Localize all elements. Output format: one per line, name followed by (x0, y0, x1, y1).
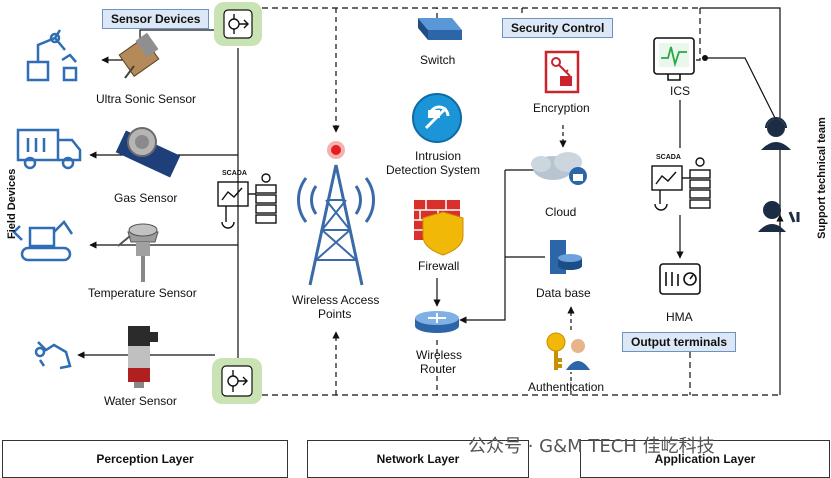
scada-right-label: SCADA (656, 154, 681, 161)
encryption-label: Encryption (533, 101, 590, 115)
watermark-text: 公众号 · G&M TECH 佳屹科技 (468, 436, 715, 457)
top-hub-node (214, 2, 262, 46)
bottom-hub-node (212, 358, 262, 404)
wireless-tower-icon (296, 141, 376, 286)
hma-panel-icon (659, 263, 701, 295)
network-layer-box: Network Layer (307, 440, 529, 478)
ultrasonic-sensor-icon (118, 32, 160, 79)
encryption-icon (544, 50, 580, 94)
ics-label: ICS (670, 84, 691, 98)
excavator-icon (12, 220, 74, 262)
scada-left-label: SCADA (222, 170, 247, 177)
truck-icon (16, 128, 82, 170)
support-team-label: Support technical team (816, 117, 828, 239)
perception-layer-box: Perception Layer (2, 440, 288, 478)
robot-arm-icon (26, 29, 78, 82)
scada-left-icon (217, 173, 277, 229)
firewall-icon (414, 200, 464, 256)
gas-sensor-label: Gas Sensor (114, 191, 178, 205)
application-layer-box: Application Layer (580, 440, 830, 478)
hma-label: HMA (666, 310, 693, 324)
water-sensor-label: Water Sensor (104, 394, 177, 408)
ultrasonic-sensor-label: Ultra Sonic Sensor (96, 92, 197, 106)
database-icon (550, 240, 582, 274)
temperature-sensor-label: Temperature Sensor (88, 286, 197, 300)
temperature-sensor-icon (117, 223, 159, 282)
ics-monitor-icon (653, 37, 695, 81)
wireless-access-label-line1: Wireless Access (292, 293, 380, 307)
scada-right-icon (651, 157, 711, 211)
wireless-access-label-line2: Points (318, 307, 352, 321)
field-devices-label: Field Devices (6, 168, 18, 239)
authentication-label: Authentication (528, 380, 605, 394)
database-label: Data base (536, 286, 591, 300)
router-label-line2: Router (420, 362, 457, 376)
intrusion-detection-icon (412, 93, 462, 143)
switch-label: Switch (420, 53, 456, 67)
robot-hand-icon (34, 341, 72, 370)
ids-label-line2: Detection System (386, 163, 481, 177)
firewall-label: Firewall (418, 259, 460, 273)
cloud-icon (531, 152, 587, 185)
gas-sensor-icon (115, 127, 181, 178)
wireless-router-icon (415, 311, 459, 333)
output-terminals-tag: Output terminals (622, 332, 737, 352)
router-label-line1: Wireless (416, 348, 463, 362)
sensor-devices-tag: Sensor Devices (102, 9, 210, 29)
security-control-tag: Security Control (502, 18, 614, 38)
cloud-label: Cloud (545, 205, 577, 219)
support-technician-icon (758, 201, 800, 232)
authentication-icon (546, 332, 590, 370)
support-headset-person-icon (761, 117, 791, 150)
water-sensor-icon (128, 326, 158, 388)
switch-icon (418, 18, 462, 40)
ids-label-line1: Intrusion (415, 149, 462, 163)
